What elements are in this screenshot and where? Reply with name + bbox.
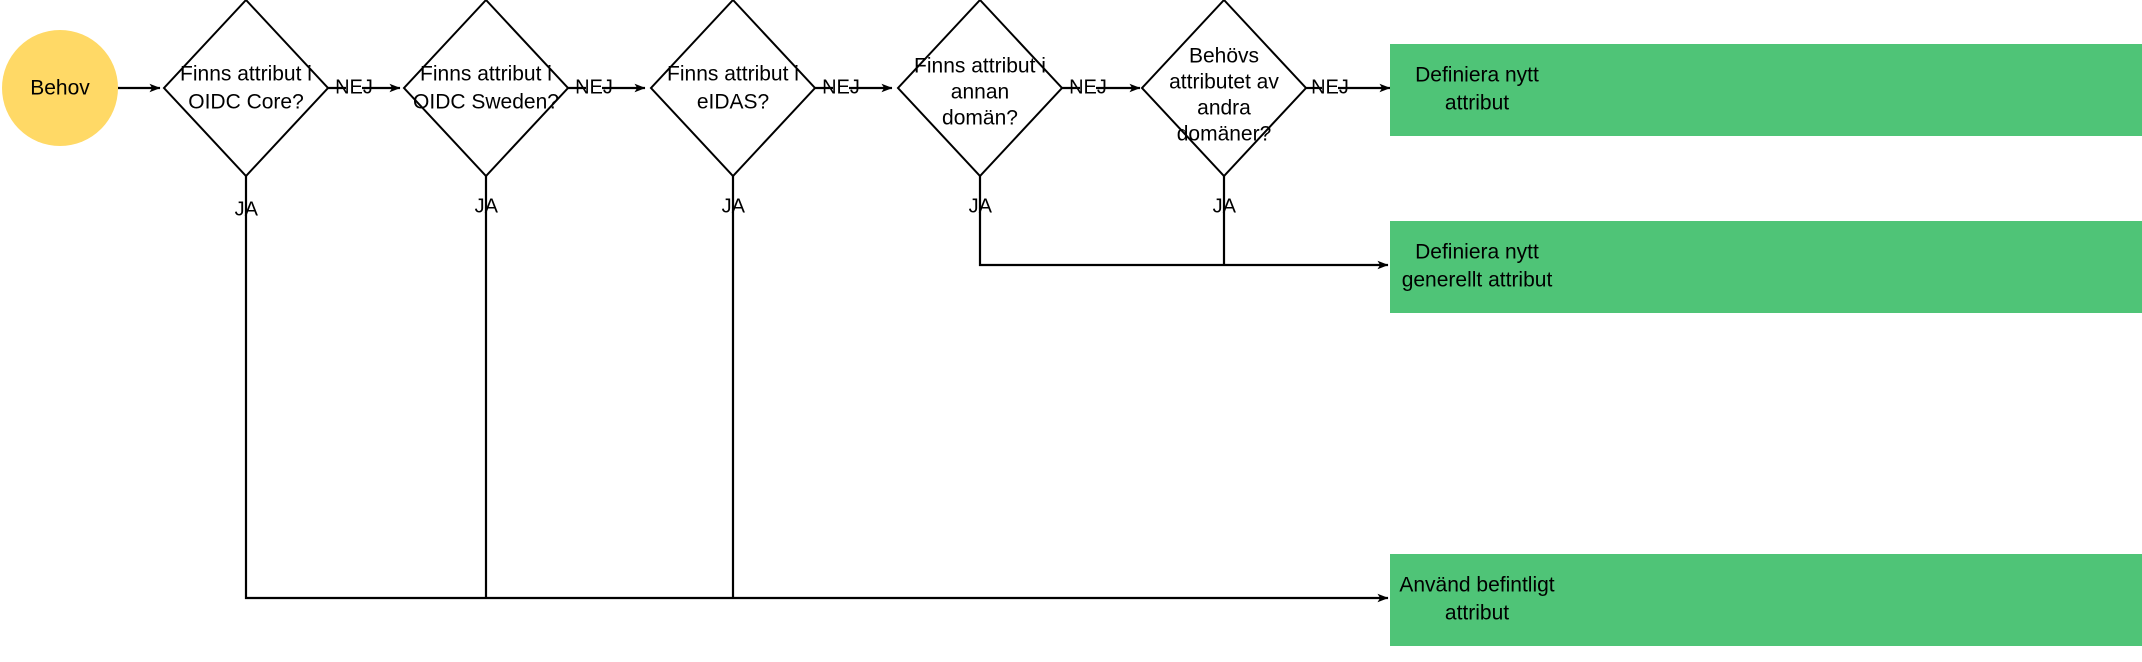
behov-ellipse xyxy=(2,30,118,146)
decision-5-diamond xyxy=(1140,0,1308,178)
edge-label-nej-3: NEJ xyxy=(822,76,860,98)
decision-5-label-line-4: domäner? xyxy=(1177,123,1272,146)
decision-2-label-line-2: OIDC Sweden? xyxy=(413,91,559,114)
decision-2-label-line-1: Finns attribut i xyxy=(420,63,552,86)
node-terminal-anvand-befintligt-attribut[interactable]: Använd befintligt attribut xyxy=(1390,554,2142,646)
decision-1-label-line-1: Finns attribut i xyxy=(180,63,312,86)
node-decision-2[interactable]: Finns attribut i OIDC Sweden? xyxy=(402,0,570,178)
edge-label-ja-1: JA xyxy=(235,198,259,220)
terminal-2-label-line-2: generellt attribut xyxy=(1402,269,1553,292)
edge-label-ja-5: JA xyxy=(1213,195,1237,217)
decision-3-label-line-1: Finns attribut i xyxy=(667,63,799,86)
edge-d4-ja-to-t2 xyxy=(978,176,1389,270)
behov-label: Behov xyxy=(30,77,90,100)
decision-5-label-line-1: Behövs xyxy=(1189,45,1259,68)
edge-label-ja-3: JA xyxy=(722,195,746,217)
edge-label-nej-2: NEJ xyxy=(575,76,613,98)
node-decision-1[interactable]: Finns attribut i OIDC Core? xyxy=(162,0,330,178)
edge-label-nej-4: NEJ xyxy=(1069,76,1107,98)
decision-4-label-line-3: domän? xyxy=(942,107,1018,130)
terminal-3-label-line-2: attribut xyxy=(1445,602,1509,625)
node-decision-3[interactable]: Finns attribut i eIDAS? xyxy=(649,0,817,178)
node-terminal-definiera-nytt-attribut[interactable]: Definiera nytt attribut xyxy=(1390,44,2142,136)
decision-3-diamond xyxy=(649,0,817,178)
decision-4-label-line-2: annan xyxy=(951,81,1009,104)
edge-d1-ja-to-t3 xyxy=(244,176,1389,603)
edge-label-ja-2: JA xyxy=(475,195,499,217)
edge-label-nej-5: NEJ xyxy=(1311,76,1349,98)
terminal-2-label-line-1: Definiera nytt xyxy=(1415,241,1539,264)
decision-3-label-line-2: eIDAS? xyxy=(697,91,769,114)
decision-4-label-line-1: Finns attribut i xyxy=(914,55,1046,78)
terminal-3-label-line-1: Använd befintligt xyxy=(1399,574,1554,597)
decision-2-diamond xyxy=(402,0,570,178)
decision-4-diamond xyxy=(896,0,1064,178)
terminal-1-rect xyxy=(1390,44,2142,136)
decision-5-label-line-3: andra xyxy=(1197,97,1251,120)
terminal-1-label-line-1: Definiera nytt xyxy=(1415,64,1539,87)
terminal-1-label-line-2: attribut xyxy=(1445,92,1509,115)
node-terminal-definiera-nytt-generellt-attribut[interactable]: Definiera nytt generellt attribut xyxy=(1390,221,2142,313)
edge-label-ja-4: JA xyxy=(969,195,993,217)
decision-5-label-line-2: attributet av xyxy=(1169,71,1279,94)
decision-1-diamond xyxy=(162,0,330,178)
node-decision-5[interactable]: Behövs attributet av andra domäner? xyxy=(1140,0,1308,178)
edge-label-nej-1: NEJ xyxy=(335,76,373,98)
node-behov[interactable]: Behov xyxy=(2,30,118,146)
decision-1-label-line-2: OIDC Core? xyxy=(188,91,304,114)
node-decision-4[interactable]: Finns attribut i annan domän? xyxy=(896,0,1064,178)
terminal-3-rect xyxy=(1390,554,2142,646)
terminal-2-rect xyxy=(1390,221,2142,313)
